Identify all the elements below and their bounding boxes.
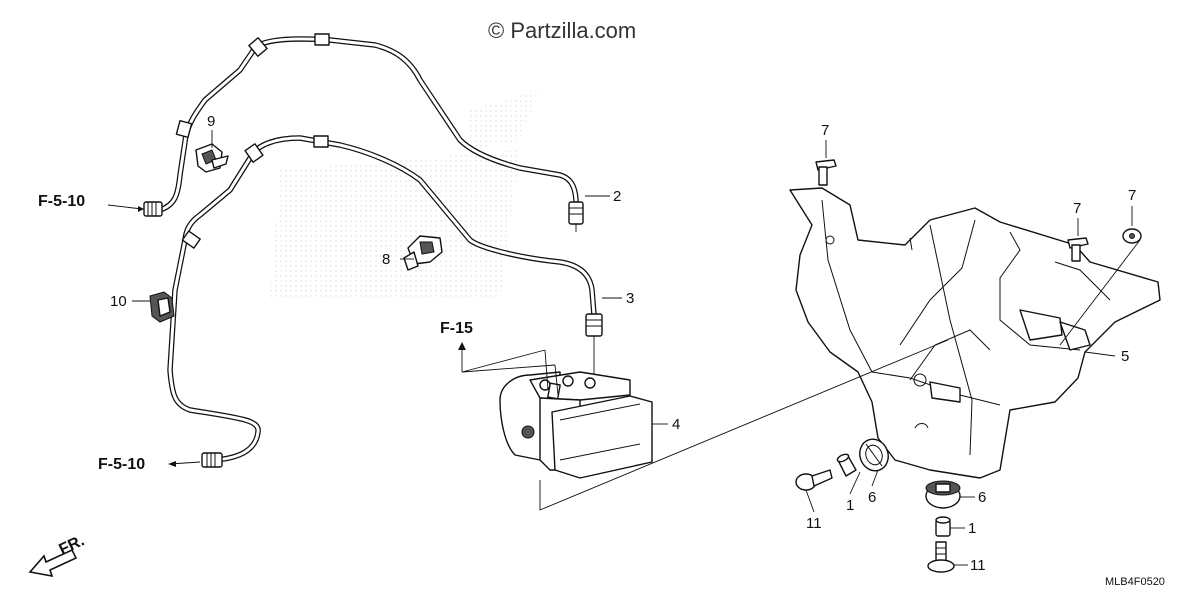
brake-pipe-2[interactable] [143,33,584,232]
abs-bracket-5[interactable] [789,187,1161,479]
callout-9: 9 [207,113,215,130]
diagram-code: MLB4F0520 [1105,576,1165,588]
callout-6-b: 6 [978,489,986,506]
callout-4: 4 [672,416,680,433]
collar-1-b[interactable] [935,516,951,537]
screw-7-b[interactable] [1067,218,1089,262]
callout-7-a: 7 [821,122,829,139]
background-texture [270,90,540,300]
callout-10: 10 [110,293,127,310]
watermark: © Partzilla.com [488,18,636,43]
reference-center[interactable]: F-15 [440,320,473,337]
screw-7-a[interactable] [815,140,837,186]
pipe-clamp-9[interactable] [195,143,229,173]
callout-7-b: 7 [1073,200,1081,217]
front-direction-arrow-icon [28,548,78,578]
abs-modulator-4[interactable] [499,371,653,479]
bolt-11-b[interactable] [927,541,955,573]
grommet-10[interactable] [149,291,175,323]
callout-11-b: 11 [970,557,986,574]
leader-lines [107,130,1141,566]
brake-pipe-3[interactable] [167,135,603,468]
callout-5: 5 [1121,348,1129,365]
collar-1-a[interactable] [836,453,857,477]
pipe-clamp-8[interactable] [403,235,443,271]
callout-11-a: 11 [806,515,822,532]
callout-2: 2 [613,188,621,205]
callout-1-a: 1 [846,497,854,514]
callout-1-b: 1 [968,520,976,537]
callout-6-a: 6 [868,489,876,506]
reference-top-left[interactable]: F-5-10 [38,193,85,210]
callout-3: 3 [626,290,634,307]
direction-label: FR. [57,532,88,558]
grommet-6-b[interactable] [925,480,961,509]
callout-8: 8 [382,251,390,268]
callout-7-c: 7 [1128,187,1136,204]
washer-7-c[interactable] [1122,206,1142,244]
reference-bottom-left[interactable]: F-5-10 [98,456,145,473]
grommet-6-a[interactable] [855,435,892,475]
bolt-11-a[interactable] [795,469,833,491]
